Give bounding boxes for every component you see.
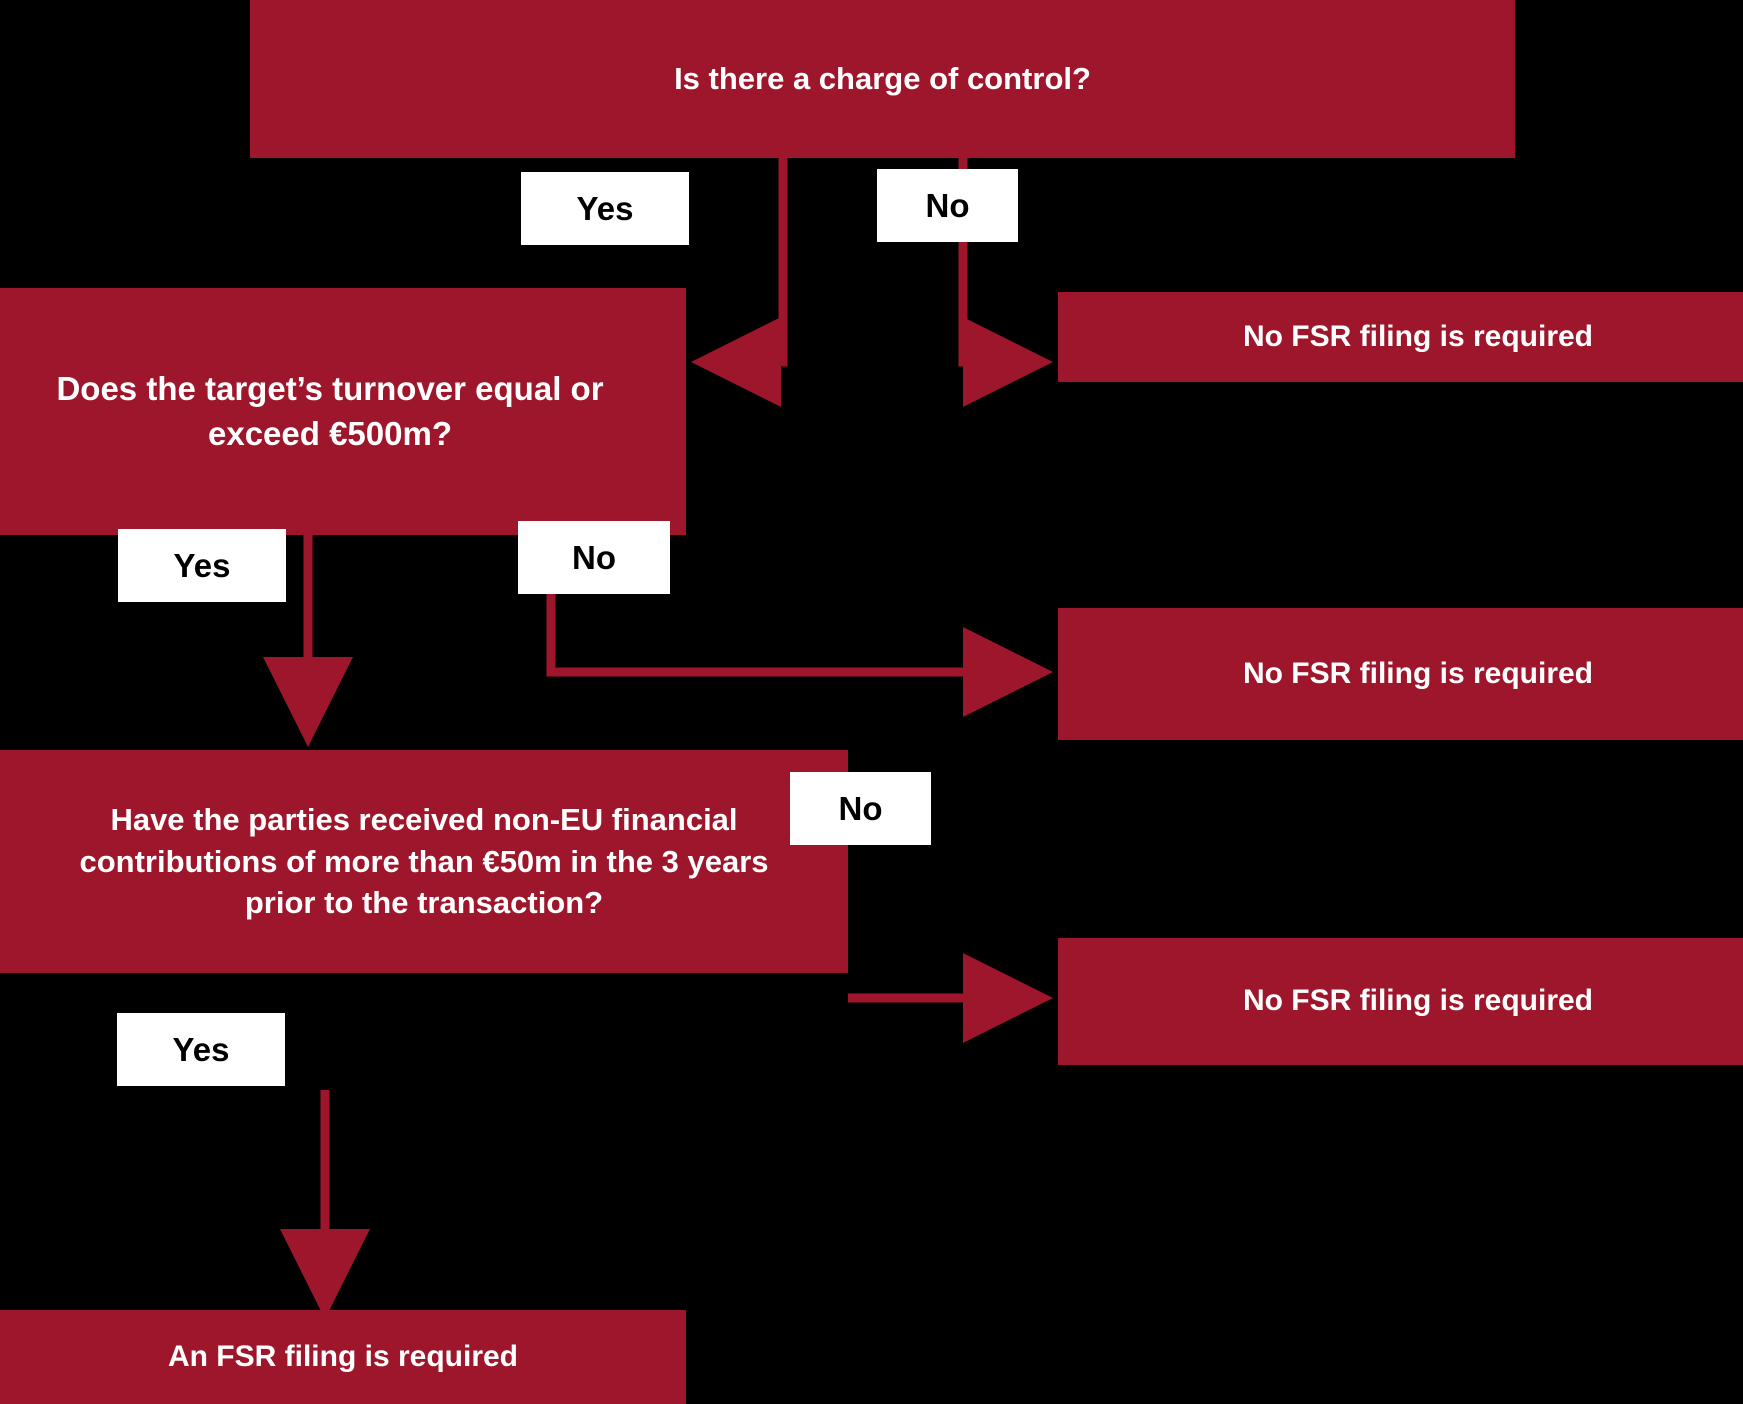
decision-node-turnover-threshold-label: Does the target’s turnover equal or exce… [56, 369, 604, 452]
edge-label-no-change-of-control: No [877, 169, 1018, 242]
edge-label-no-contributions-text: No [838, 789, 883, 827]
terminal-node-filing-required-label: An FSR filing is required [167, 1339, 519, 1373]
terminal-node-no-filing-3-label: No FSR filing is required [1242, 984, 1594, 1018]
edge-label-yes-turnover: Yes [118, 529, 286, 602]
edge-label-yes-turnover-text: Yes [173, 546, 231, 584]
edge-label-no-turnover-text: No [572, 538, 616, 576]
edge-label-yes-contributions: Yes [117, 1013, 285, 1086]
decision-node-financial-contributions[interactable]: Have the parties received non-EU financi… [0, 750, 848, 973]
edge-label-yes-change-of-control: Yes [521, 172, 689, 245]
decision-node-turnover-threshold[interactable]: Does the target’s turnover equal or exce… [0, 288, 686, 535]
edge-q1-yes-to-q2 [691, 158, 788, 407]
terminal-node-no-filing-3[interactable]: No FSR filing is required [1058, 938, 1743, 1065]
terminal-node-no-filing-1[interactable]: No FSR filing is required [1058, 292, 1743, 382]
terminal-node-no-filing-2-label: No FSR filing is required [1242, 656, 1594, 690]
decision-node-change-of-control-label: Is there a charge of control? [674, 61, 1091, 97]
edge-label-no-turnover: No [518, 521, 670, 594]
decision-node-change-of-control[interactable]: Is there a charge of control? [250, 0, 1515, 158]
terminal-node-no-filing-2[interactable]: No FSR filing is required [1058, 608, 1743, 740]
decision-node-financial-contributions-label: Have the parties received non-EU financi… [79, 801, 769, 921]
edge-label-no-contributions: No [790, 772, 931, 845]
edge-label-yes-change-of-control-text: Yes [576, 189, 634, 227]
terminal-node-no-filing-1-label: No FSR filing is required [1242, 319, 1594, 353]
edge-label-no-change-of-control-text: No [925, 186, 970, 224]
terminal-node-filing-required[interactable]: An FSR filing is required [0, 1310, 686, 1404]
edge-label-yes-contributions-text: Yes [172, 1030, 230, 1068]
